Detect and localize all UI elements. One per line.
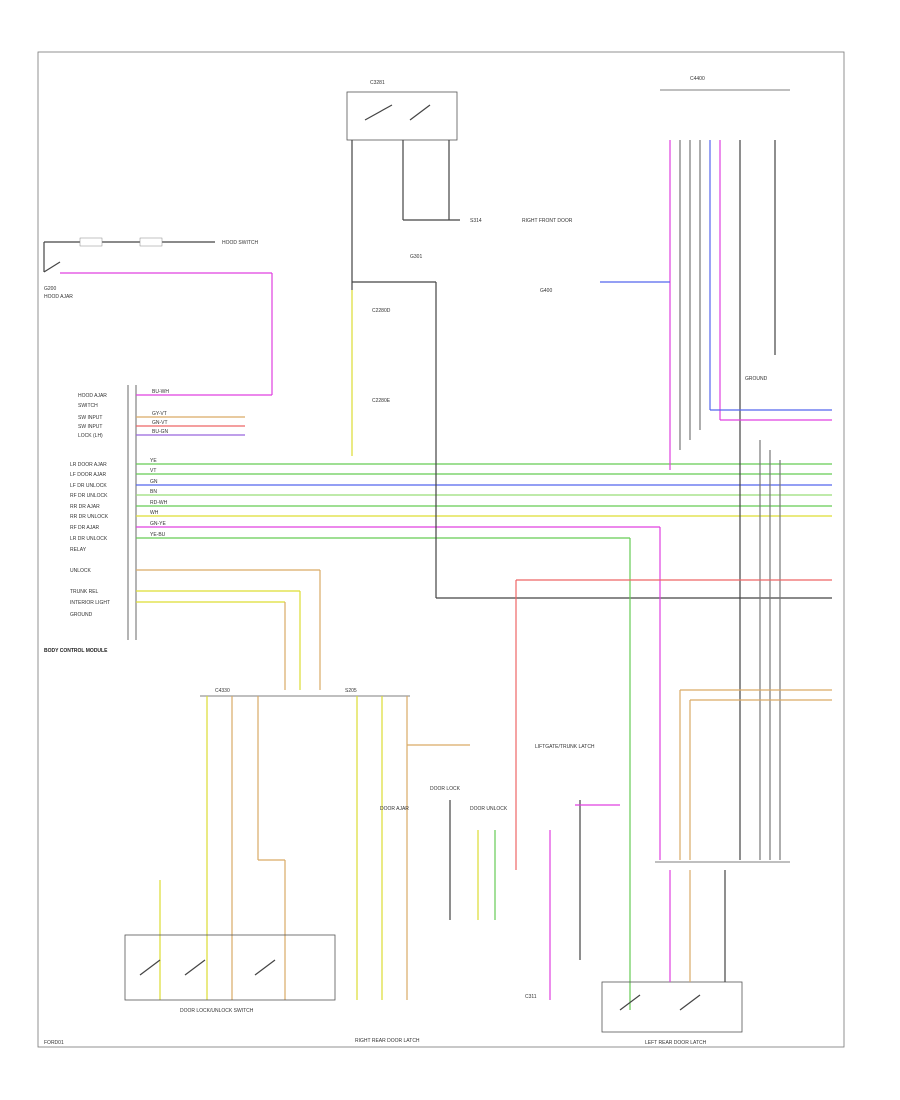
- wire-color-10: GN-YE: [150, 521, 167, 527]
- bcm-stub-wires: BU-WH GY-VT GN-VT BU-GN: [136, 389, 272, 436]
- wire-color-7: BN: [150, 489, 157, 495]
- d3-label: DOOR UNLOCK: [470, 806, 508, 812]
- door-lock-switch-label: DOOR LOCK/UNLOCK SWITCH: [180, 1008, 254, 1014]
- ground-label: GROUND: [745, 376, 768, 382]
- bcm-pin-6: LF DOOR AJAR: [70, 472, 107, 478]
- g200-label: G200: [44, 286, 56, 292]
- s205-label: S205: [345, 688, 357, 694]
- left-rear-latch-label: LEFT REAR DOOR LATCH: [645, 1040, 707, 1046]
- bcm-pin-9: RR DR AJAR: [70, 504, 100, 510]
- bcm-pin-3: SW INPUT: [78, 424, 102, 430]
- c4400-label: C4400: [690, 76, 705, 82]
- hood-switch-area: HOOD SWITCH G200 HOOD AJAR: [43, 237, 273, 395]
- bcm-pin-4: LOCK (LH): [78, 433, 103, 439]
- bcm-pin-17: GROUND: [70, 612, 93, 618]
- wire-color-6: GN: [150, 479, 158, 485]
- bcm-pin-7: LF DR UNLOCK: [70, 483, 107, 489]
- right-rear-latch-area: DOOR AJAR DOOR LOCK DOOR UNLOCK RIGHT RE…: [355, 696, 508, 1044]
- right-rear-latch-label: RIGHT REAR DOOR LATCH: [355, 1038, 420, 1044]
- wire-color-5: VT: [150, 468, 156, 474]
- bcm-pin-13: RELAY: [70, 547, 87, 553]
- bcm-pin-16: INTERIOR LIGHT: [70, 600, 110, 606]
- g400-label: G400: [540, 288, 552, 294]
- hood-switch-label: HOOD SWITCH: [222, 240, 258, 246]
- bcm-label: BODY CONTROL MODULE: [44, 648, 108, 654]
- d1-label: DOOR AJAR: [380, 806, 409, 812]
- wire-color-8: RD-WH: [150, 500, 168, 506]
- c3281-label: C3281: [370, 80, 385, 86]
- door-lock-switch-area: C4330 S205 DOOR LOCK/UNLOCK SWITCH: [124, 570, 410, 1014]
- bcm-pin-10: RR DR UNLOCK: [70, 514, 109, 520]
- c2280d-label: C2280D: [372, 308, 391, 314]
- bcm-pin-0: HOOD AJAR: [78, 393, 107, 399]
- right-vertical-wires: [515, 527, 832, 1010]
- d2-label: DOOR LOCK: [430, 786, 461, 792]
- bcm-pin-14: UNLOCK: [70, 568, 92, 574]
- bcm-pin-12: LR DR UNLOCK: [70, 536, 108, 542]
- diagram-frame: [37, 51, 845, 1048]
- liftgate-label: LIFTGATE/TRUNK LATCH: [535, 744, 595, 750]
- c2280e-label: C2280E: [372, 398, 391, 404]
- g301-label: G301: [410, 254, 422, 260]
- body-control-module: BODY CONTROL MODULE HOOD AJAR SWITCH SW …: [44, 385, 137, 654]
- wire-color-11: YE-BU: [150, 532, 166, 538]
- top-center-switch: C3281 S314 RIGHT FRONT DOOR G301 C2280D …: [346, 80, 832, 599]
- wire-color-0: BU-WH: [152, 389, 169, 395]
- page-id: FORD01: [44, 1040, 64, 1046]
- s314-label: S314: [470, 218, 482, 224]
- wire-color-1: GY-VT: [152, 411, 167, 417]
- c4330-label: C4330: [215, 688, 230, 694]
- left-rear-latch-area: LEFT REAR DOOR LATCH C311 LIFTGATE/TRUNK…: [525, 744, 790, 1046]
- top-right-bundle: C4400 G400 GROUND: [540, 76, 832, 860]
- right-front-label: RIGHT FRONT DOOR: [522, 218, 573, 224]
- wire-color-4: YE: [150, 458, 157, 464]
- wire-color-9: WH: [150, 510, 159, 516]
- bcm-pin-2: SW INPUT: [78, 415, 102, 421]
- wire-color-2: GN-VT: [152, 420, 168, 426]
- horizontal-bus-wires: YE VT GN BN RD-WH WH GN-YE YE-BU: [136, 458, 832, 603]
- bcm-pin-1: SWITCH: [78, 403, 98, 409]
- c311-label: C311: [525, 994, 537, 1000]
- bcm-pin-5: LR DOOR AJAR: [70, 462, 107, 468]
- bcm-pin-11: RF DR AJAR: [70, 525, 100, 531]
- bcm-pin-8: RF DR UNLOCK: [70, 493, 108, 499]
- hood-label: HOOD AJAR: [44, 294, 73, 300]
- bcm-pin-15: TRUNK REL: [70, 589, 99, 595]
- wire-color-3: BU-GN: [152, 429, 169, 435]
